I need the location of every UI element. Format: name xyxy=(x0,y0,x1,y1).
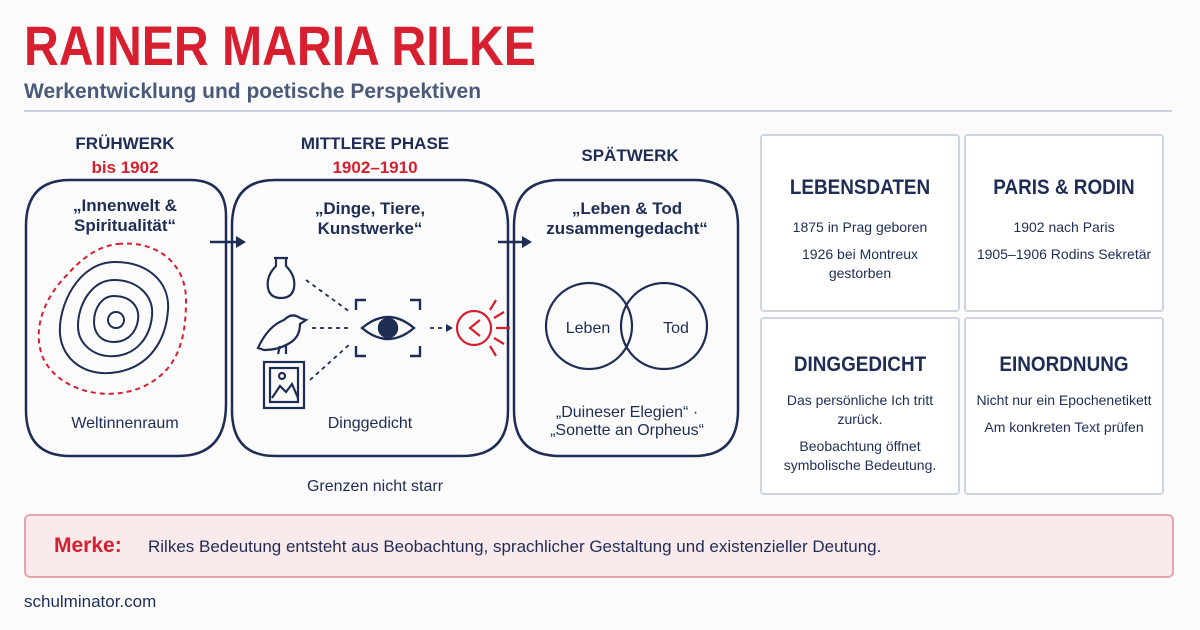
phase-heading-mittlere: MITTLERE PHASE 1902–1910 xyxy=(270,134,480,178)
venn-circle-tod xyxy=(619,281,709,371)
phase-label: Dinggedicht xyxy=(327,415,413,432)
footer-source: schulminator.com xyxy=(24,592,157,611)
note-label: Merke: xyxy=(54,534,122,557)
boundary-note: Grenzen nicht starr xyxy=(306,478,444,495)
phase-panel-spaetwerk xyxy=(512,178,740,458)
phase-panel-mittlere xyxy=(230,178,510,458)
page-title: RAINER MARIA RILKE xyxy=(24,14,536,77)
vase-icon xyxy=(266,256,296,300)
phase-quote: „Leben & Tod zusammengedacht“ xyxy=(546,199,708,238)
card-title: EINORDNUNG xyxy=(999,353,1129,376)
phase-diagram xyxy=(24,178,740,458)
picture-frame-icon xyxy=(262,360,306,410)
phase-quote: „Innenwelt & Spiritualität“ xyxy=(73,196,177,235)
header-divider xyxy=(24,110,1172,112)
phase-name: FRÜHWERK xyxy=(75,134,175,153)
phase-panel-fruehwerk xyxy=(24,178,228,458)
venn-circle-leben xyxy=(544,281,634,371)
note-text: Rilkes Bedeutung entsteht aus Beobachtun… xyxy=(148,537,882,556)
phase-heading-spaetwerk: SPÄTWERK xyxy=(530,146,730,166)
phase-date: bis 1902 xyxy=(91,158,159,177)
info-card-paris-rodin: PARIS & RODIN 1902 nach Paris 1905–1906 … xyxy=(964,134,1164,312)
phase-quote: „Dinge, Tiere, Kunstwerke“ xyxy=(314,199,426,238)
phase-heading-fruehwerk: FRÜHWERK bis 1902 xyxy=(30,134,220,178)
bird-icon xyxy=(256,314,309,355)
info-card-einordnung: EINORDNUNG Nicht nur ein Epochenetikett … xyxy=(964,317,1164,495)
info-card-lebensdaten: LEBENSDATEN 1875 in Prag geboren 1926 be… xyxy=(760,134,960,312)
card-title: PARIS & RODIN xyxy=(993,176,1135,199)
phase-works: „Duineser Elegien“ · „Sonette an Orpheus… xyxy=(550,404,704,439)
eye-icon xyxy=(354,298,422,358)
arrow-right-icon xyxy=(210,236,246,248)
arrow-right-icon xyxy=(446,324,453,332)
phase-name: MITTLERE PHASE xyxy=(300,134,450,153)
venn-label-leben: Leben xyxy=(565,320,611,337)
venn-label-tod: Tod xyxy=(663,320,689,337)
spiral-contour-icon xyxy=(37,242,188,395)
light-burst-icon xyxy=(455,299,510,357)
phase-label: Weltinnenraum xyxy=(71,415,179,432)
info-card-dinggedicht: DINGGEDICHT Das persönliche Ich tritt zu… xyxy=(760,317,960,495)
phase-date: 1902–1910 xyxy=(332,158,418,177)
phase-name: SPÄTWERK xyxy=(581,146,679,165)
page-subtitle: Werkentwicklung und poetische Perspektiv… xyxy=(24,80,482,103)
card-title: DINGGEDICHT xyxy=(793,353,927,376)
arrow-right-icon xyxy=(498,236,532,248)
card-title: LEBENSDATEN xyxy=(789,176,931,199)
note-box: Merke: Rilkes Bedeutung entsteht aus Beo… xyxy=(24,514,1174,578)
